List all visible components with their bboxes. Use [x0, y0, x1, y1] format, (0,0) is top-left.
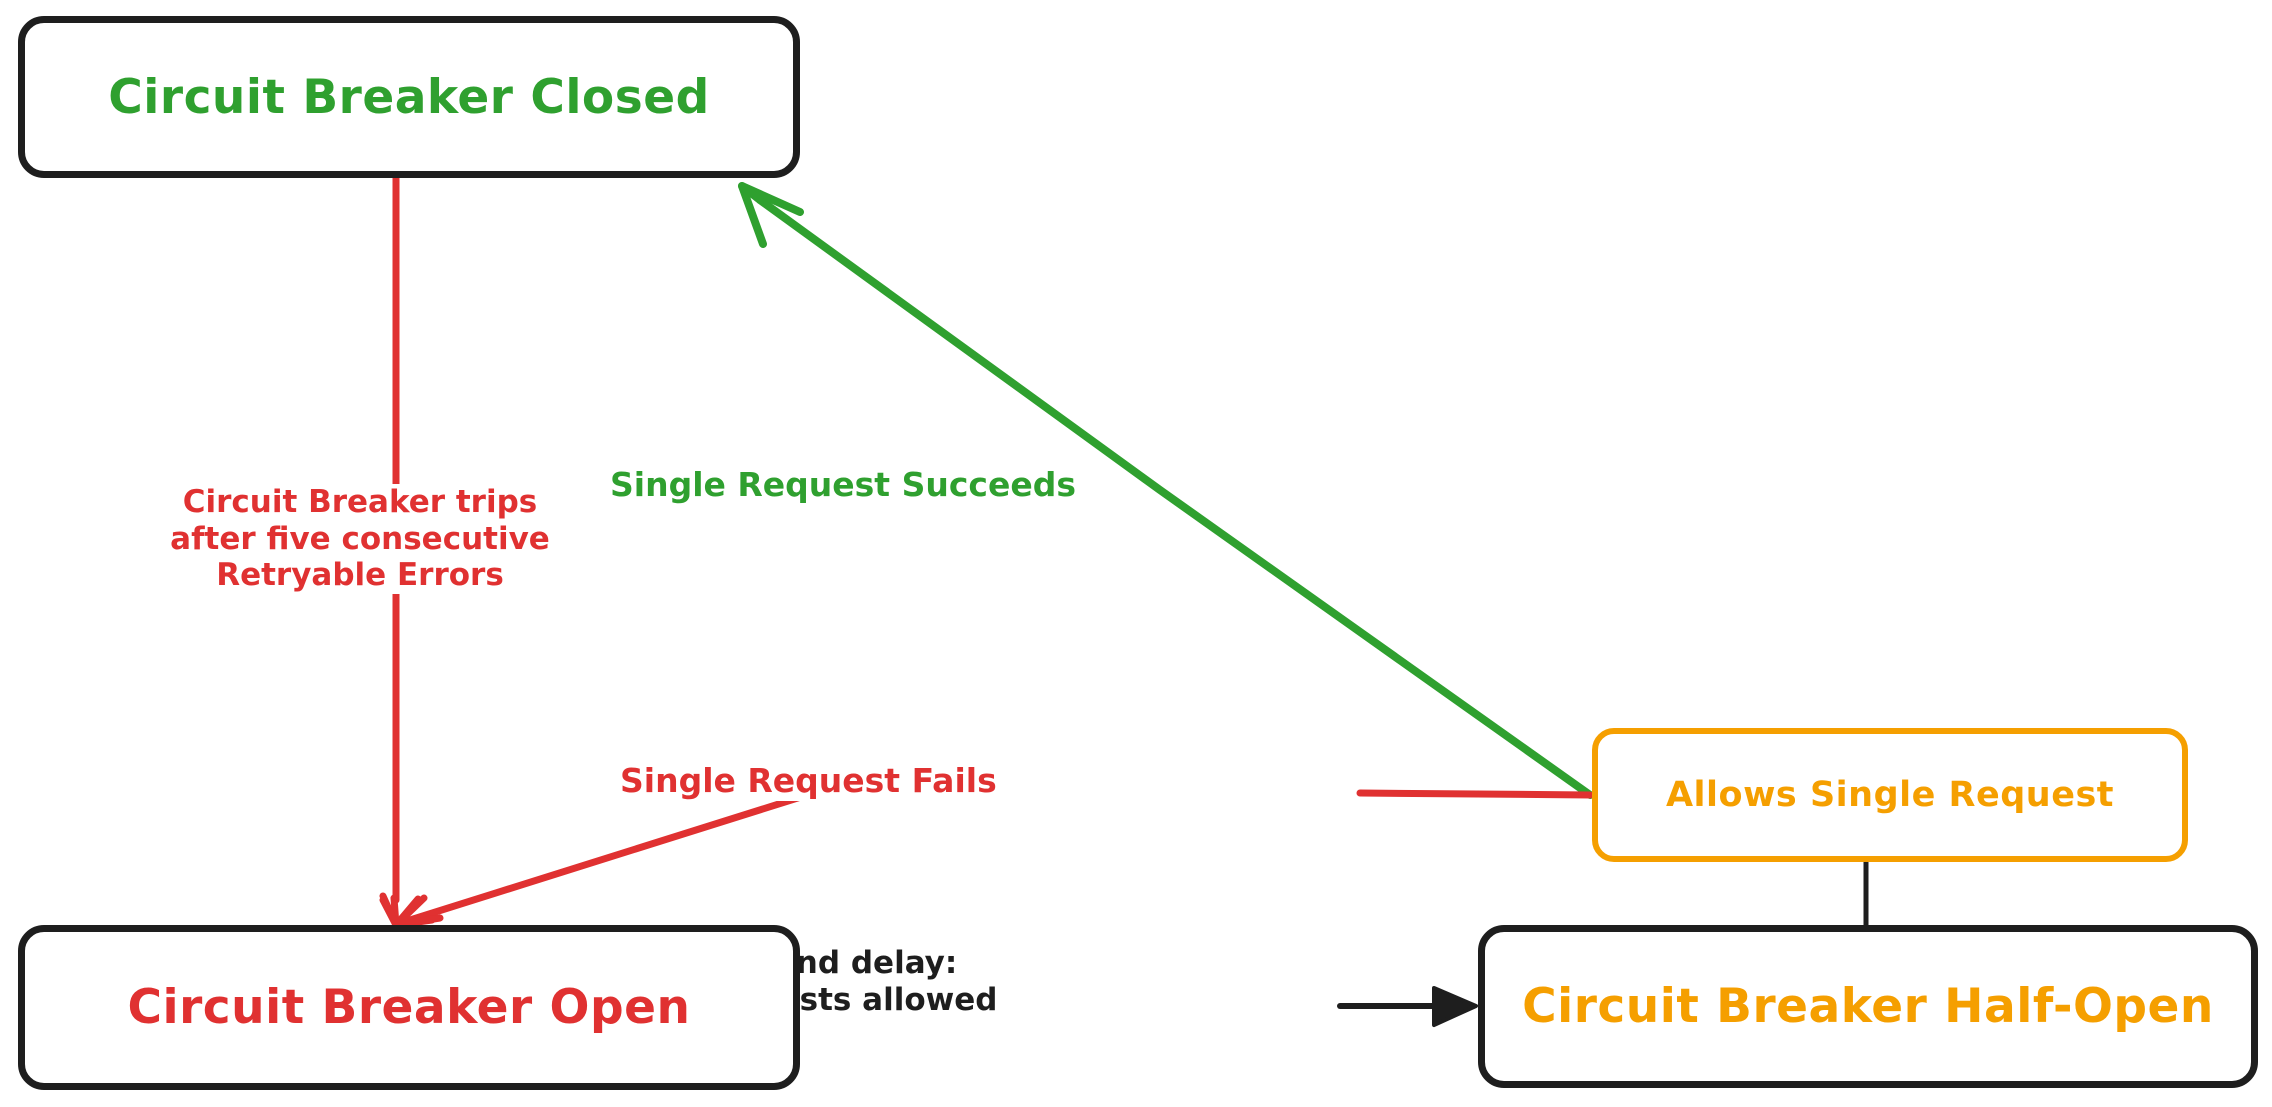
node-circuit-breaker-half-open[interactable]: Circuit Breaker Half-Open: [1478, 925, 2258, 1088]
edge-label-allows-to-open: Single Request Fails: [620, 761, 997, 801]
node-label-closed: Circuit Breaker Closed: [108, 69, 710, 125]
edge-label-allows-to-closed: Single Request Succeeds: [610, 465, 1076, 505]
node-label-open: Circuit Breaker Open: [127, 980, 691, 1035]
edge-label-line-3: Retryable Errors: [216, 557, 504, 594]
edge-label-line-1: Circuit Breaker trips: [182, 484, 538, 520]
edge-allows-to-open: [392, 787, 1594, 929]
node-circuit-breaker-open[interactable]: Circuit Breaker Open: [18, 925, 800, 1090]
node-allows-single-request[interactable]: Allows Single Request: [1592, 728, 2188, 862]
node-circuit-breaker-closed[interactable]: Circuit Breaker Closed: [18, 16, 800, 178]
edge-label-closed-to-open: Circuit Breaker trips after five consecu…: [160, 484, 560, 594]
edge-label-line-2: after five consecutive: [170, 520, 550, 557]
node-label-allows: Allows Single Request: [1665, 775, 2115, 815]
node-label-half-open: Circuit Breaker Half-Open: [1522, 979, 2214, 1034]
